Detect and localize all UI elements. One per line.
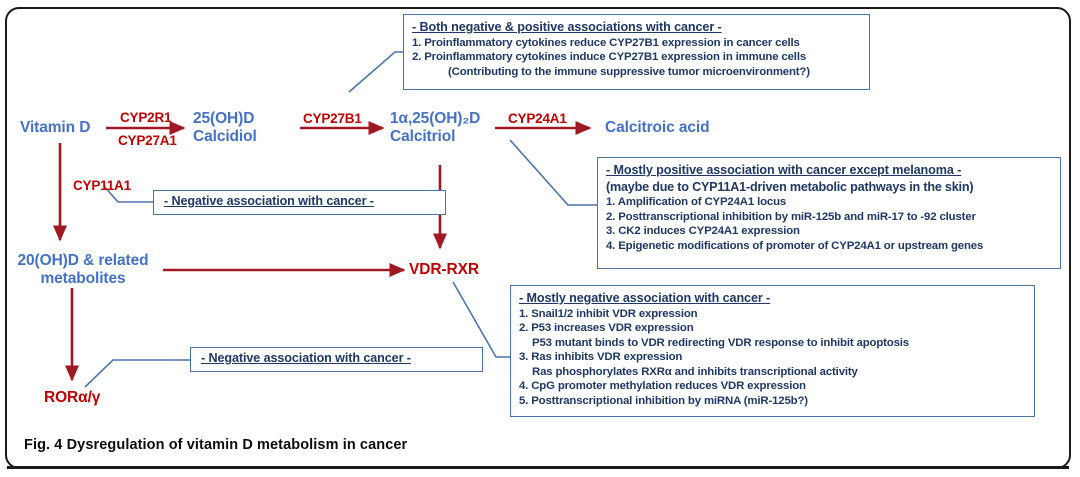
infobox-vdr-item-2-continued: P53 mutant binds to VDR redirecting VDR … [532,336,909,349]
enzyme-cyp2r1: CYP2R1 [120,110,172,125]
node-calcitroic-acid: Calcitroic acid [605,119,710,136]
infobox-vdr-item-4: 4. CpG promoter methylation reduces VDR … [519,380,806,393]
infobox-cyp24a1-item-1: 1. Amplification of CYP24A1 locus [606,196,787,208]
node-vitamin-d: Vitamin D [20,119,91,136]
infobox-cyp24a1: - Mostly positive association with cance… [597,157,1061,269]
infobox-cyp24a1-heading: - Mostly positive association with cance… [606,163,962,177]
figure-caption: Fig. 4 Dysregulation of vitamin D metabo… [24,437,408,453]
node-calcidiol: 25(OH)D Calcidiol [193,110,257,145]
node-ror: RORα/γ [44,389,101,406]
infobox-cyp27b1-item-3: (Contributing to the immune suppressive … [448,65,810,78]
infobox-cyp24a1-item-2: 2. Posttranscriptional inhibition by miR… [606,210,976,223]
infobox-cyp27b1: - Both negative & positive associations … [403,14,870,90]
infobox-vdr-item-5: 5. Posttranscriptional inhibition by miR… [519,395,808,408]
enzyme-cyp11a1: CYP11A1 [73,178,131,193]
infobox-vdr-item-3: 3. Ras inhibits VDR expression [519,351,683,364]
enzyme-cyp27b1: CYP27B1 [303,111,362,126]
infobox-cyp24a1-item-4: 4. Epigenetic modifications of promoter … [606,239,984,252]
enzyme-cyp24a1: CYP24A1 [508,111,567,126]
caption-divider [7,466,1069,469]
enzyme-cyp27a1: CYP27A1 [118,133,177,148]
infobox-vdr-item-2: 2. P53 increases VDR expression [519,322,694,335]
node-20ohd: 20(OH)D & related metabolites [17,252,149,287]
infobox-cyp27b1-heading: - Both negative & positive associations … [412,20,722,34]
infobox-cyp27b1-item-1: 1. Proinflammatory cytokines reduce CYP2… [412,36,800,49]
infobox-ror: - Negative association with cancer - [190,347,483,372]
infobox-cyp11a1: - Negative association with cancer - [153,190,446,215]
infobox-vdr-heading: - Mostly negative association with cance… [519,291,771,305]
infobox-cyp24a1-subheading: (maybe due to CYP11A1-driven metabolic p… [606,179,974,194]
infobox-cyp11a1-heading: - Negative association with cancer - [164,194,374,208]
infobox-cyp24a1-item-3: 3. CK2 induces CYP24A1 expression [606,225,800,238]
infobox-cyp27b1-item-2: 2. Proinflammatory cytokines induce CYP2… [412,51,807,64]
infobox-vdr-item-3-continued: Ras phosphorylates RXRα and inhibits tra… [532,365,858,378]
infobox-ror-heading: - Negative association with cancer - [201,351,411,365]
node-calcitriol: 1α,25(OH)₂D Calcitriol [390,110,481,145]
node-vdr-rxr: VDR-RXR [409,261,479,278]
infobox-vdr-item-1: 1. Snail1/2 inhibit VDR expression [519,307,698,320]
infobox-vdr: - Mostly negative association with cance… [510,285,1035,417]
